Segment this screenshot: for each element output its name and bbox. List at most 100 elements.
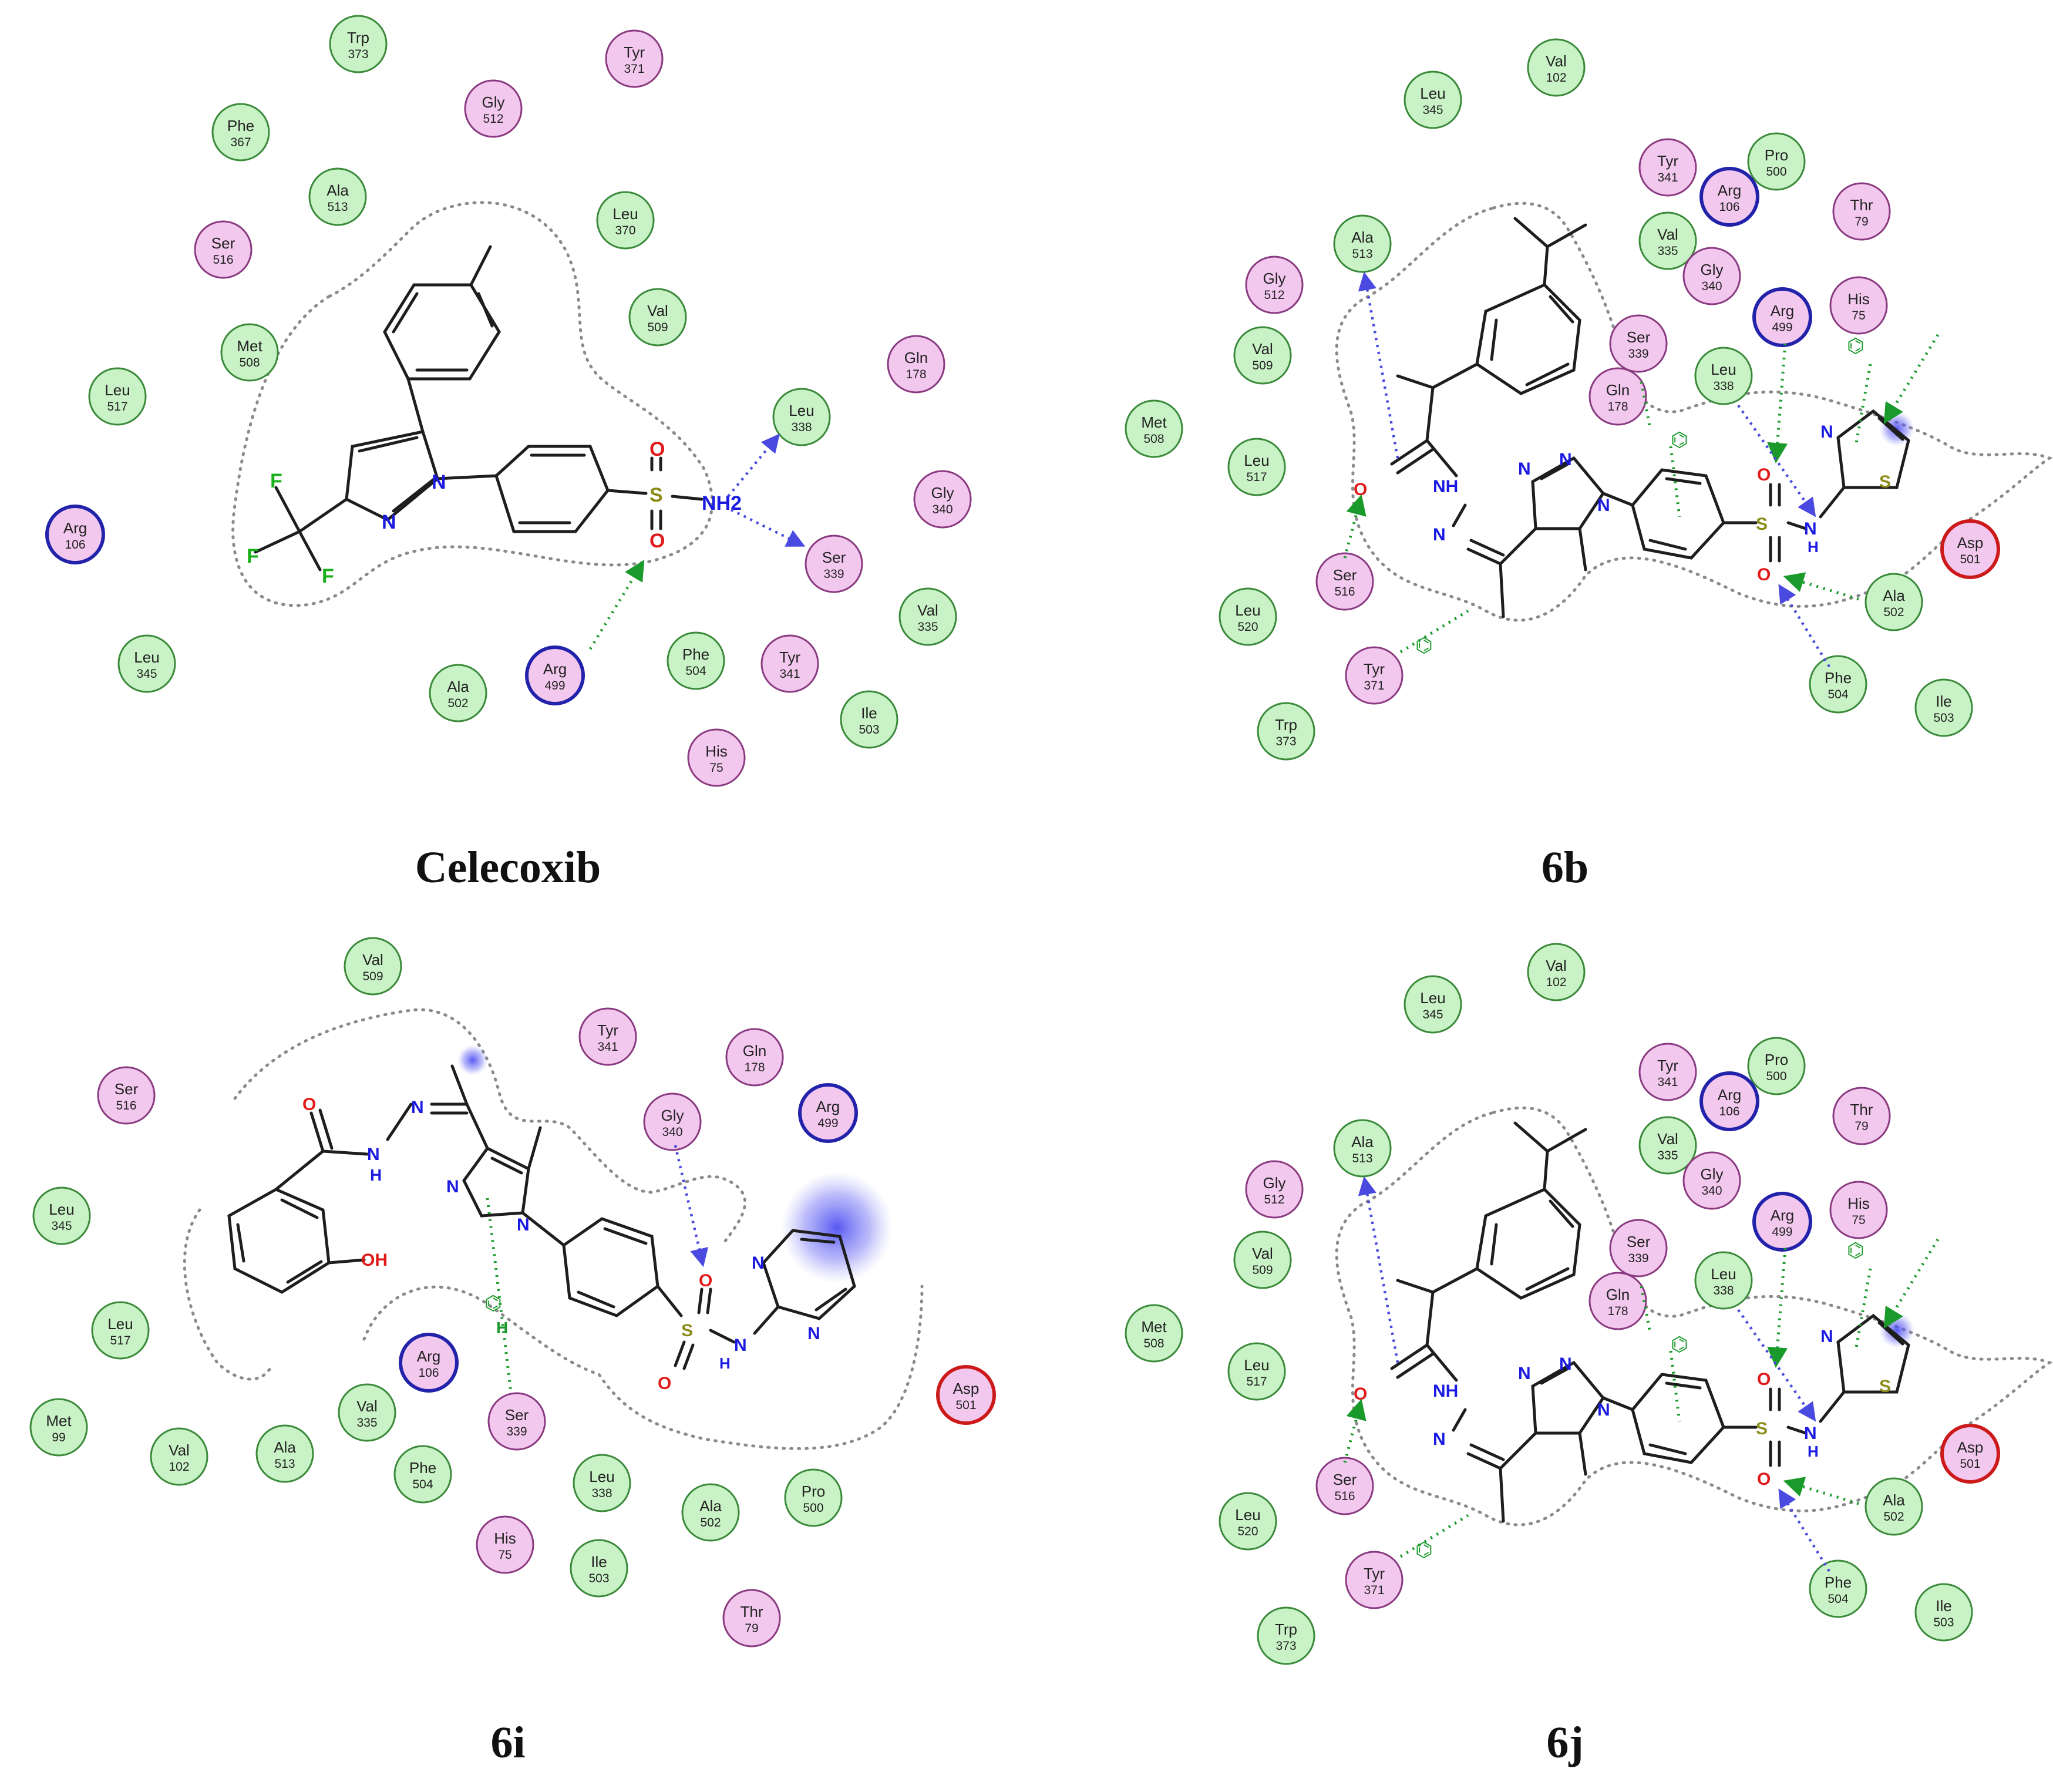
ligand-celecoxib-bonds bbox=[254, 245, 704, 571]
residue-circle bbox=[760, 634, 819, 693]
ligand-6j-atoms: O NH N N N N S O O N H N S bbox=[1354, 1327, 1891, 1489]
residue-name: Tyr bbox=[1364, 660, 1385, 678]
residue-circle bbox=[1832, 1087, 1891, 1145]
residue-number: 513 bbox=[327, 200, 348, 214]
residue-circle bbox=[936, 1365, 996, 1425]
residue-number: 338 bbox=[791, 421, 812, 434]
atom-label: H bbox=[1808, 1443, 1819, 1460]
residue-circle bbox=[1699, 167, 1759, 227]
residue-circle bbox=[429, 664, 487, 722]
residue-number: 373 bbox=[1275, 1639, 1296, 1653]
residue-name: Gly bbox=[1701, 1165, 1724, 1183]
residue-name: Asp bbox=[1957, 1438, 1984, 1456]
residue-name: Phe bbox=[682, 645, 709, 663]
residue-name: Gly bbox=[482, 93, 505, 111]
residue-circle bbox=[1233, 326, 1292, 385]
atom-label: O bbox=[1757, 1470, 1771, 1489]
atom-label: NH bbox=[1433, 477, 1458, 496]
residue-name: Leu bbox=[1711, 361, 1736, 378]
residue-circle bbox=[887, 335, 945, 394]
residue-name: Ser bbox=[1627, 328, 1651, 346]
residue-circle bbox=[32, 1186, 91, 1245]
residue-name: Ser bbox=[1333, 1471, 1357, 1488]
residue-number: 516 bbox=[1334, 1490, 1355, 1503]
atom-label: N bbox=[446, 1177, 459, 1196]
residue-circle bbox=[329, 15, 388, 73]
residue-name: Tyr bbox=[1657, 1057, 1678, 1074]
residue-number: 75 bbox=[709, 761, 723, 775]
residue-circle bbox=[570, 1539, 628, 1598]
atom-label: O bbox=[1757, 565, 1771, 584]
residue-name: Ser bbox=[1627, 1233, 1651, 1250]
atom-label: S bbox=[1879, 472, 1891, 492]
residue-number: 513 bbox=[274, 1457, 295, 1471]
residue-name: His bbox=[494, 1529, 516, 1547]
residue-name: Ser bbox=[505, 1406, 529, 1424]
residue-circle bbox=[1404, 975, 1462, 1034]
residue-circle bbox=[1245, 1160, 1304, 1219]
residue-name: Gly bbox=[1701, 261, 1724, 278]
panel-title: 6j bbox=[1546, 1718, 1583, 1767]
binding-pocket-contour bbox=[183, 1208, 272, 1381]
atom-label: F bbox=[270, 470, 282, 492]
ligand-6j-bonds bbox=[1390, 1121, 1910, 1523]
residue-circle bbox=[722, 1589, 781, 1648]
atom-label: F bbox=[247, 545, 259, 567]
residue-circle bbox=[1940, 519, 2000, 579]
residue-number: 517 bbox=[110, 1334, 130, 1347]
residue-number: 502 bbox=[447, 697, 468, 710]
residue-name: Ile bbox=[591, 1553, 607, 1571]
residue-name: Gln bbox=[743, 1042, 766, 1060]
residue-number: 499 bbox=[817, 1117, 838, 1130]
residue-name: Ala bbox=[447, 678, 469, 695]
residue-circle bbox=[1345, 1551, 1404, 1609]
residue-circle bbox=[476, 1515, 534, 1574]
residue-circle bbox=[211, 103, 270, 162]
residue-circle bbox=[255, 1424, 314, 1483]
residue-circle bbox=[1747, 1037, 1806, 1095]
residue-name: Leu bbox=[1244, 1356, 1269, 1374]
residue-number: 178 bbox=[1607, 1305, 1628, 1318]
residue-name: Gly bbox=[931, 484, 954, 502]
residue-circle bbox=[150, 1427, 208, 1486]
residue-circle bbox=[393, 1445, 452, 1504]
residue-circle bbox=[725, 1028, 784, 1087]
residue-name: Thr bbox=[741, 1603, 763, 1620]
residue-circle bbox=[1809, 1559, 1867, 1618]
residue-name: Arg bbox=[417, 1347, 440, 1365]
residue-name: Leu bbox=[1420, 989, 1445, 1007]
residue-name: Tyr bbox=[624, 43, 645, 61]
residue-number: 508 bbox=[1143, 1337, 1164, 1350]
residue-name: Leu bbox=[1420, 85, 1445, 102]
residue-circle bbox=[798, 1083, 858, 1143]
residue-circle bbox=[667, 631, 725, 690]
residue-number: 339 bbox=[506, 1425, 527, 1438]
residue-circle bbox=[117, 634, 176, 693]
residue-circle bbox=[1315, 1457, 1374, 1515]
residue-name: Tyr bbox=[1364, 1565, 1385, 1582]
residue-number: 504 bbox=[412, 1478, 433, 1491]
residue-name: Ala bbox=[1351, 228, 1374, 246]
